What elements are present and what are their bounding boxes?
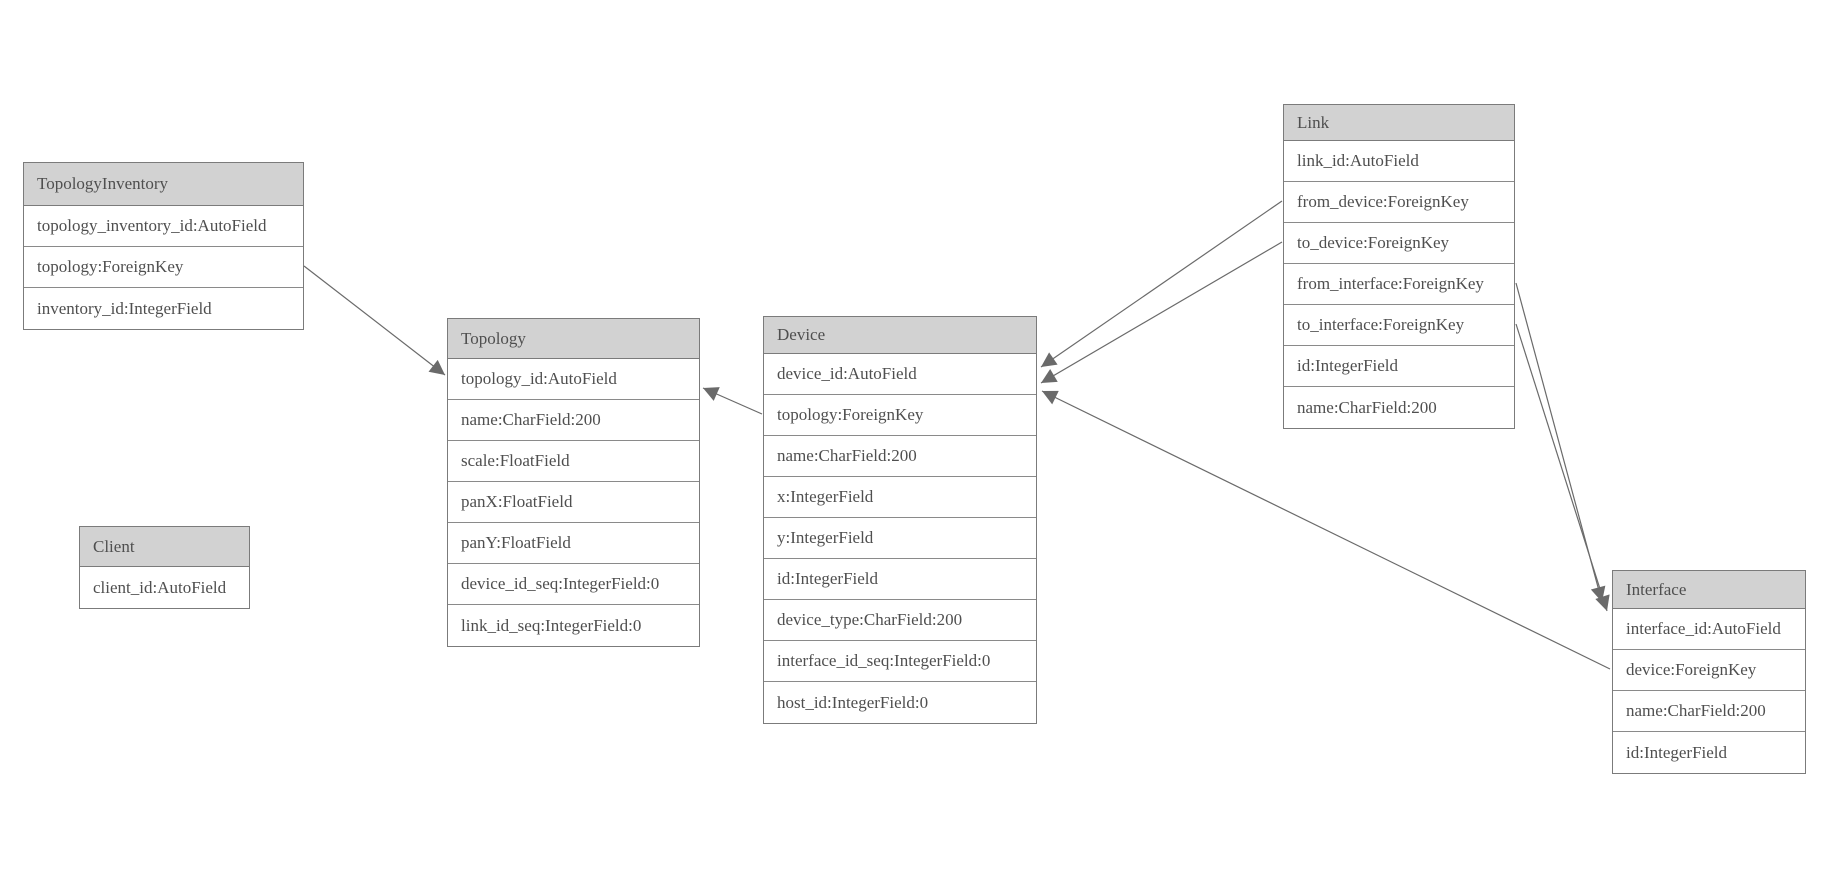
entity-field-row: device_type:CharField:200	[764, 600, 1036, 641]
entity-field-row: host_id:IntegerField:0	[777, 692, 929, 712]
entity-field-row: id:IntegerField	[764, 559, 1036, 600]
entity-field-row: topology_inventory_id:AutoField	[24, 206, 303, 247]
edge-link-to-interface	[1515, 323, 1610, 612]
entity-field-row: device:ForeignKey	[1613, 650, 1805, 691]
edge-topologyinventory-topology	[303, 265, 446, 376]
entity-field-row: topology_id:AutoField	[448, 359, 699, 400]
entity-field-row: to_interface:ForeignKey	[1284, 305, 1514, 346]
entity-field-row: id:IntegerField	[1626, 742, 1728, 762]
entity-field-row: scale:FloatField	[448, 441, 699, 482]
entity-topology-title: Topology	[448, 319, 699, 359]
entity-field-row: client_id:AutoField	[93, 577, 227, 597]
entity-field-row: name:CharField:200	[1297, 397, 1437, 417]
edge-link-from-device	[1040, 200, 1283, 368]
entity-link-title: Link	[1284, 105, 1514, 141]
entity-interface-title: Interface	[1613, 571, 1805, 609]
entity-field-row: link_id:AutoField	[1284, 141, 1514, 182]
entity-field-row: topology:ForeignKey	[24, 247, 303, 288]
entity-field-row: name:CharField:200	[448, 400, 699, 441]
edge-interface-device	[1041, 390, 1611, 670]
entity-field-row: interface_id:AutoField	[1613, 609, 1805, 650]
entity-field-row: inventory_id:IntegerField	[37, 298, 212, 318]
entity-client-title: Client	[80, 527, 249, 567]
entity-client: Client client_id:AutoField	[79, 526, 250, 609]
entity-field-row: interface_id_seq:IntegerField:0	[764, 641, 1036, 682]
entity-field-row: panX:FloatField	[448, 482, 699, 523]
entity-field-row: panY:FloatField	[448, 523, 699, 564]
entity-field-row: device_id_seq:IntegerField:0	[448, 564, 699, 605]
entity-field-row: link_id_seq:IntegerField:0	[461, 615, 642, 635]
entity-field-row: from_device:ForeignKey	[1284, 182, 1514, 223]
entity-field-row: x:IntegerField	[764, 477, 1036, 518]
entity-field-row: name:CharField:200	[764, 436, 1036, 477]
entity-field-row: topology:ForeignKey	[764, 395, 1036, 436]
entity-field-row: device_id:AutoField	[764, 354, 1036, 395]
entity-field-row: y:IntegerField	[764, 518, 1036, 559]
entity-field-row: name:CharField:200	[1613, 691, 1805, 732]
entity-device-title: Device	[764, 317, 1036, 354]
edge-link-from-interface	[1515, 282, 1606, 603]
edge-link-to-device	[1040, 241, 1283, 384]
edge-device-topology	[702, 387, 763, 415]
entity-field-row: to_device:ForeignKey	[1284, 223, 1514, 264]
entity-topology_inventory-title: TopologyInventory	[24, 163, 303, 206]
entity-field-row: from_interface:ForeignKey	[1284, 264, 1514, 305]
entity-field-row: id:IntegerField	[1284, 346, 1514, 387]
